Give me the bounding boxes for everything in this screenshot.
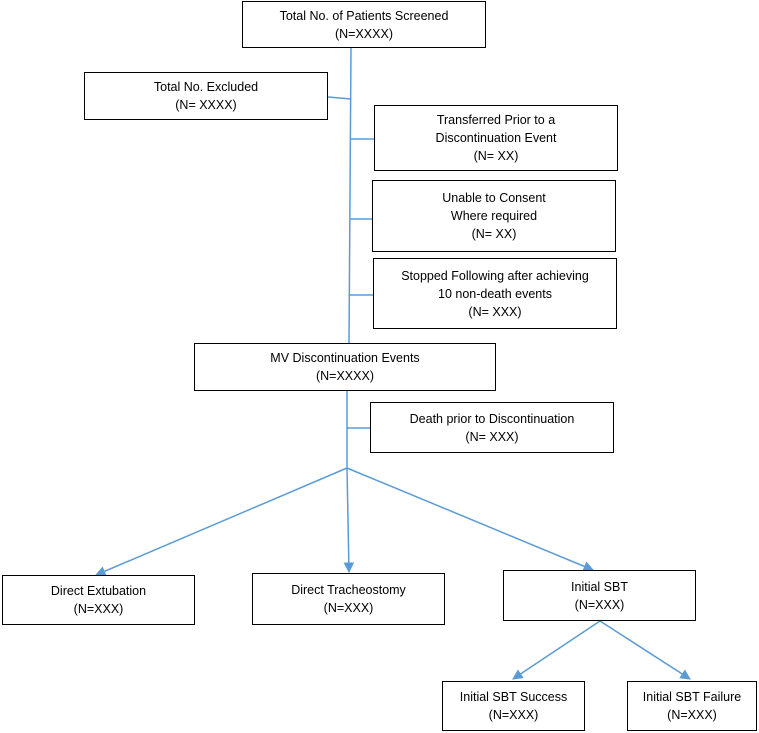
box-line: Initial SBT xyxy=(571,579,628,594)
box-line: Total No. Excluded xyxy=(153,80,259,94)
excluded-box: Total No. Excluded (N= XXXX) xyxy=(84,72,328,120)
box-line: Direct Extubation xyxy=(50,584,147,598)
box-line: (N=XXXX) xyxy=(334,26,393,41)
box-line: Total No. of Patients Screened xyxy=(279,8,449,23)
box-line: Stopped Following after achieving xyxy=(401,268,589,283)
arrow-sbt-failure xyxy=(599,620,691,680)
box-line: (N=XXX) xyxy=(667,708,717,722)
patients-screened-box: Total No. of Patients Screened (N=XXXX) xyxy=(242,1,486,48)
box-line: (N=XXX) xyxy=(488,708,539,722)
box-line: (N=XXX) xyxy=(323,601,374,615)
box-line: 10 non-death events xyxy=(438,286,552,301)
box-line: Direct Tracheostomy xyxy=(291,583,406,597)
stopped-following-box: Stopped Following after achieving 10 non… xyxy=(373,258,617,329)
box-line: Initial SBT Success xyxy=(459,690,568,704)
initial-sbt-box: Initial SBT (N=XXX) xyxy=(503,570,696,621)
box-line: MV Discontinuation Events xyxy=(270,351,420,365)
unable-to-consent-box: Unable to Consent Where required (N= XX) xyxy=(372,180,616,252)
box-line: Where required xyxy=(450,209,538,223)
box-line: (N=XXX) xyxy=(574,597,625,612)
box-line: (N= XXX) xyxy=(468,304,522,319)
initial-sbt-success-box: Initial SBT Success (N=XXX) xyxy=(442,681,585,731)
main-trunk-line xyxy=(348,46,352,344)
box-line: (N=XXX) xyxy=(73,602,124,616)
box-line: (N= XXXX) xyxy=(175,98,237,112)
branch-excluded xyxy=(327,96,352,100)
direct-tracheostomy-box: Direct Tracheostomy (N=XXX) xyxy=(252,573,445,625)
box-line: Discontinuation Event xyxy=(435,131,557,145)
arrow-initial-sbt xyxy=(346,467,594,572)
arrow-tracheostomy xyxy=(343,467,355,574)
box-line: (N= XXX) xyxy=(465,429,519,444)
transferred-box: Transferred Prior to a Discontinuation E… xyxy=(374,105,618,171)
initial-sbt-failure-box: Initial SBT Failure (N=XXX) xyxy=(627,681,757,731)
box-line: Initial SBT Failure xyxy=(642,690,742,704)
mv-discontinuation-box: MV Discontinuation Events (N=XXXX) xyxy=(194,343,496,391)
death-prior-box: Death prior to Discontinuation (N= XXX) xyxy=(370,402,614,453)
direct-extubation-box: Direct Extubation (N=XXX) xyxy=(2,575,195,625)
box-line: (N=XXXX) xyxy=(315,369,374,383)
box-line: Transferred Prior to a xyxy=(436,113,556,127)
box-line: (N= XX) xyxy=(473,149,519,163)
arrow-extubation xyxy=(95,467,348,577)
box-line: Death prior to Discontinuation xyxy=(409,411,575,426)
arrow-sbt-success xyxy=(512,620,601,680)
box-line: (N= XX) xyxy=(471,227,517,241)
box-line: Unable to Consent xyxy=(442,191,546,205)
